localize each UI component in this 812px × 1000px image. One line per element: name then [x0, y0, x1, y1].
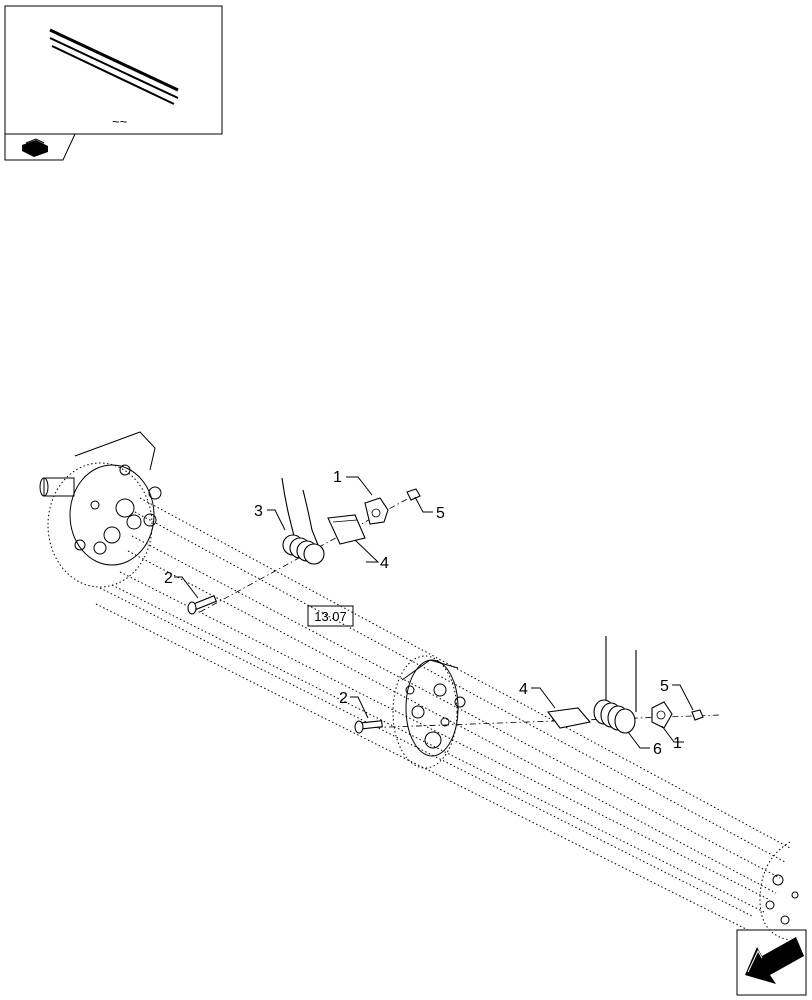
reel-shafts: [95, 497, 791, 931]
callout-1-lower: 1: [673, 735, 682, 752]
callout-4-lower: 4: [519, 681, 528, 698]
nut-lower[interactable]: [691, 709, 704, 721]
left-end-spider: [39, 431, 162, 588]
tine-clamp-upper[interactable]: [364, 497, 389, 525]
callout-5-upper: 5: [436, 505, 445, 522]
leader-lines: [174, 476, 694, 749]
section-reference-text: 13.07: [314, 609, 347, 624]
callout-6: 6: [653, 741, 662, 758]
thumbnail-panel[interactable]: ~~: [4, 5, 223, 161]
spring-tine-upper[interactable]: [281, 477, 325, 565]
bolt-upper[interactable]: [187, 595, 217, 615]
middle-spider: [392, 655, 466, 769]
callout-4-upper: 4: [380, 555, 389, 572]
tine-guard-upper[interactable]: [327, 514, 366, 545]
right-end-spider: [759, 841, 799, 941]
nut-upper[interactable]: [406, 488, 421, 501]
spring-tine-lower[interactable]: [593, 636, 637, 734]
tine-guard-lower[interactable]: [546, 707, 592, 729]
thumbnail-caption: ~~: [112, 114, 128, 129]
book-pages-icon: [22, 138, 48, 157]
callout-2-upper: 2: [164, 570, 173, 587]
callout-3: 3: [254, 503, 263, 520]
previous-page-arrow-icon: [745, 937, 804, 984]
callout-1-upper: 1: [333, 469, 342, 486]
callout-2-lower: 2: [339, 690, 348, 707]
callout-labels: 1 1 2 2 3 4 4 5 5 6: [164, 469, 682, 758]
section-reference-link[interactable]: 13.07: [307, 605, 354, 627]
previous-page-button[interactable]: [736, 929, 807, 996]
reel-thumbnail-image: [49, 28, 179, 105]
tine-clamp-lower[interactable]: [651, 701, 673, 729]
bolt-lower[interactable]: [354, 720, 383, 734]
callout-5-lower: 5: [660, 678, 669, 695]
